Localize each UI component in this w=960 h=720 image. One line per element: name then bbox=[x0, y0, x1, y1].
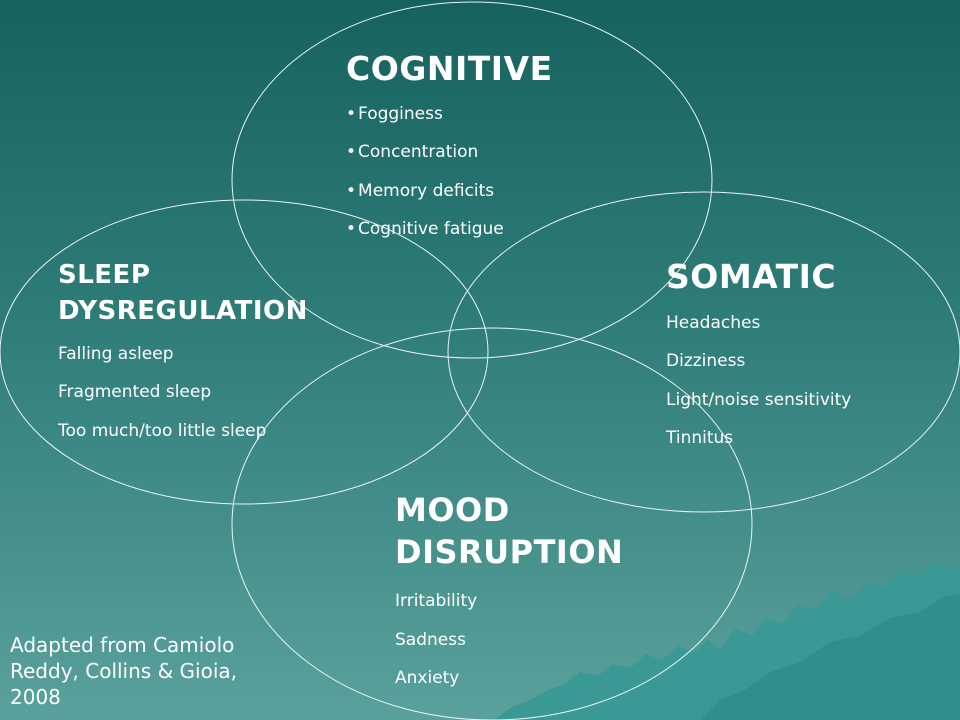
cognitive-section: COGNITIVE Fogginess Concentration Memory… bbox=[346, 49, 553, 260]
list-item: Fogginess bbox=[346, 103, 553, 145]
list-item: Fragmented sleep bbox=[58, 382, 212, 403]
list-item: Falling asleep bbox=[58, 343, 174, 364]
mood-title-line1: MOOD bbox=[395, 491, 510, 529]
somatic-list: Headaches Dizziness Light/noise sensitiv… bbox=[666, 315, 851, 469]
list-item: Too much/too little sleep bbox=[58, 420, 267, 441]
somatic-ellipse bbox=[447, 191, 960, 513]
sleep-list: Falling asleep Fragmented sleep Too much… bbox=[58, 343, 308, 462]
cognitive-item-text: Memory deficits bbox=[358, 180, 495, 201]
list-item: Memory deficits bbox=[346, 180, 553, 222]
mood-title: MOOD DISRUPTION bbox=[395, 490, 623, 573]
list-item: Dizziness bbox=[666, 351, 746, 372]
somatic-title: SOMATIC bbox=[666, 257, 837, 296]
somatic-section: SOMATIC Headaches Dizziness Light/noise … bbox=[666, 257, 851, 469]
mood-title-line2: DISRUPTION bbox=[395, 532, 624, 571]
sleep-title: SLEEP DYSREGULATION bbox=[58, 257, 308, 330]
sleep-title-line2: DYSREGULATION bbox=[58, 296, 308, 327]
cognitive-item-text: Fogginess bbox=[358, 103, 443, 124]
cognitive-title: COGNITIVE bbox=[346, 49, 553, 88]
mood-list: Irritability Sadness Anxiety bbox=[395, 593, 623, 709]
cognitive-item-text: Cognitive fatigue bbox=[358, 219, 504, 240]
cognitive-ellipse bbox=[231, 1, 713, 359]
list-item: Sadness bbox=[395, 629, 466, 650]
sleep-section: SLEEP DYSREGULATION Falling asleep Fragm… bbox=[58, 257, 308, 461]
citation-line3: 2008 bbox=[10, 685, 61, 709]
mood-section: MOOD DISRUPTION Irritability Sadness Anx… bbox=[395, 490, 623, 709]
list-item: Light/noise sensitivity bbox=[666, 389, 852, 410]
iceberg-shade bbox=[700, 594, 960, 720]
sleep-ellipse bbox=[0, 199, 489, 505]
citation: Adapted from Camiolo Reddy, Collins & Gi… bbox=[10, 632, 237, 710]
citation-line1: Adapted from Camiolo bbox=[10, 633, 235, 657]
list-item: Concentration bbox=[346, 144, 553, 183]
cognitive-list: Fogginess Concentration Memory deficits … bbox=[346, 103, 553, 260]
list-item: Irritability bbox=[395, 591, 478, 612]
list-item: Tinnitus bbox=[666, 428, 734, 449]
list-item: Anxiety bbox=[395, 668, 460, 689]
list-item: Cognitive fatigue bbox=[346, 221, 553, 260]
sleep-title-line1: SLEEP bbox=[58, 260, 151, 290]
list-item: Headaches bbox=[666, 312, 761, 333]
cognitive-item-text: Concentration bbox=[358, 142, 479, 163]
citation-line2: Reddy, Collins & Gioia, bbox=[10, 659, 237, 683]
mood-ellipse bbox=[231, 327, 753, 720]
